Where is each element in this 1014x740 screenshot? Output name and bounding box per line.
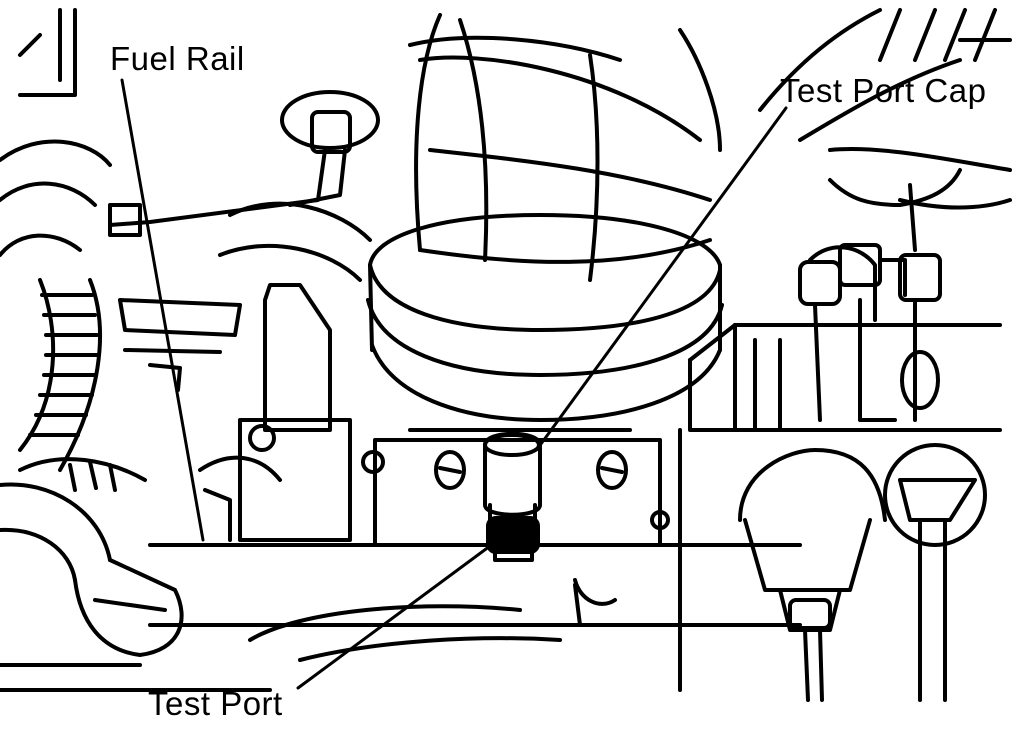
right-clamp bbox=[883, 443, 987, 702]
left-corrugated-hose bbox=[18, 278, 102, 472]
throttle-body-block bbox=[198, 283, 352, 542]
intake-duct bbox=[366, 13, 724, 422]
test-port-assembly bbox=[483, 431, 542, 562]
upper-left-bracket bbox=[18, 8, 77, 97]
test-port-label: Test Port bbox=[148, 685, 283, 722]
left-hoses bbox=[0, 139, 372, 282]
left-elbow-fitting bbox=[0, 457, 184, 657]
left-mounting-stud bbox=[108, 90, 380, 237]
test-port-cap-leader-line bbox=[536, 106, 788, 450]
right-vacuum-lines bbox=[798, 168, 962, 422]
leader-lines bbox=[120, 78, 788, 690]
right-sensor-dome bbox=[738, 448, 887, 702]
fuel-rail-label: Fuel Rail bbox=[110, 40, 245, 77]
upper-right-hatching bbox=[758, 8, 1012, 210]
right-housing bbox=[678, 323, 1002, 692]
lower-hoses bbox=[0, 604, 562, 692]
test-port-leader-line bbox=[296, 544, 492, 690]
test-port-cap-label: Test Port Cap bbox=[780, 72, 987, 109]
fuel-rail-tube bbox=[148, 543, 802, 627]
fuel-rail-leader-line bbox=[120, 78, 205, 542]
left-bracket-shelf bbox=[118, 298, 242, 392]
